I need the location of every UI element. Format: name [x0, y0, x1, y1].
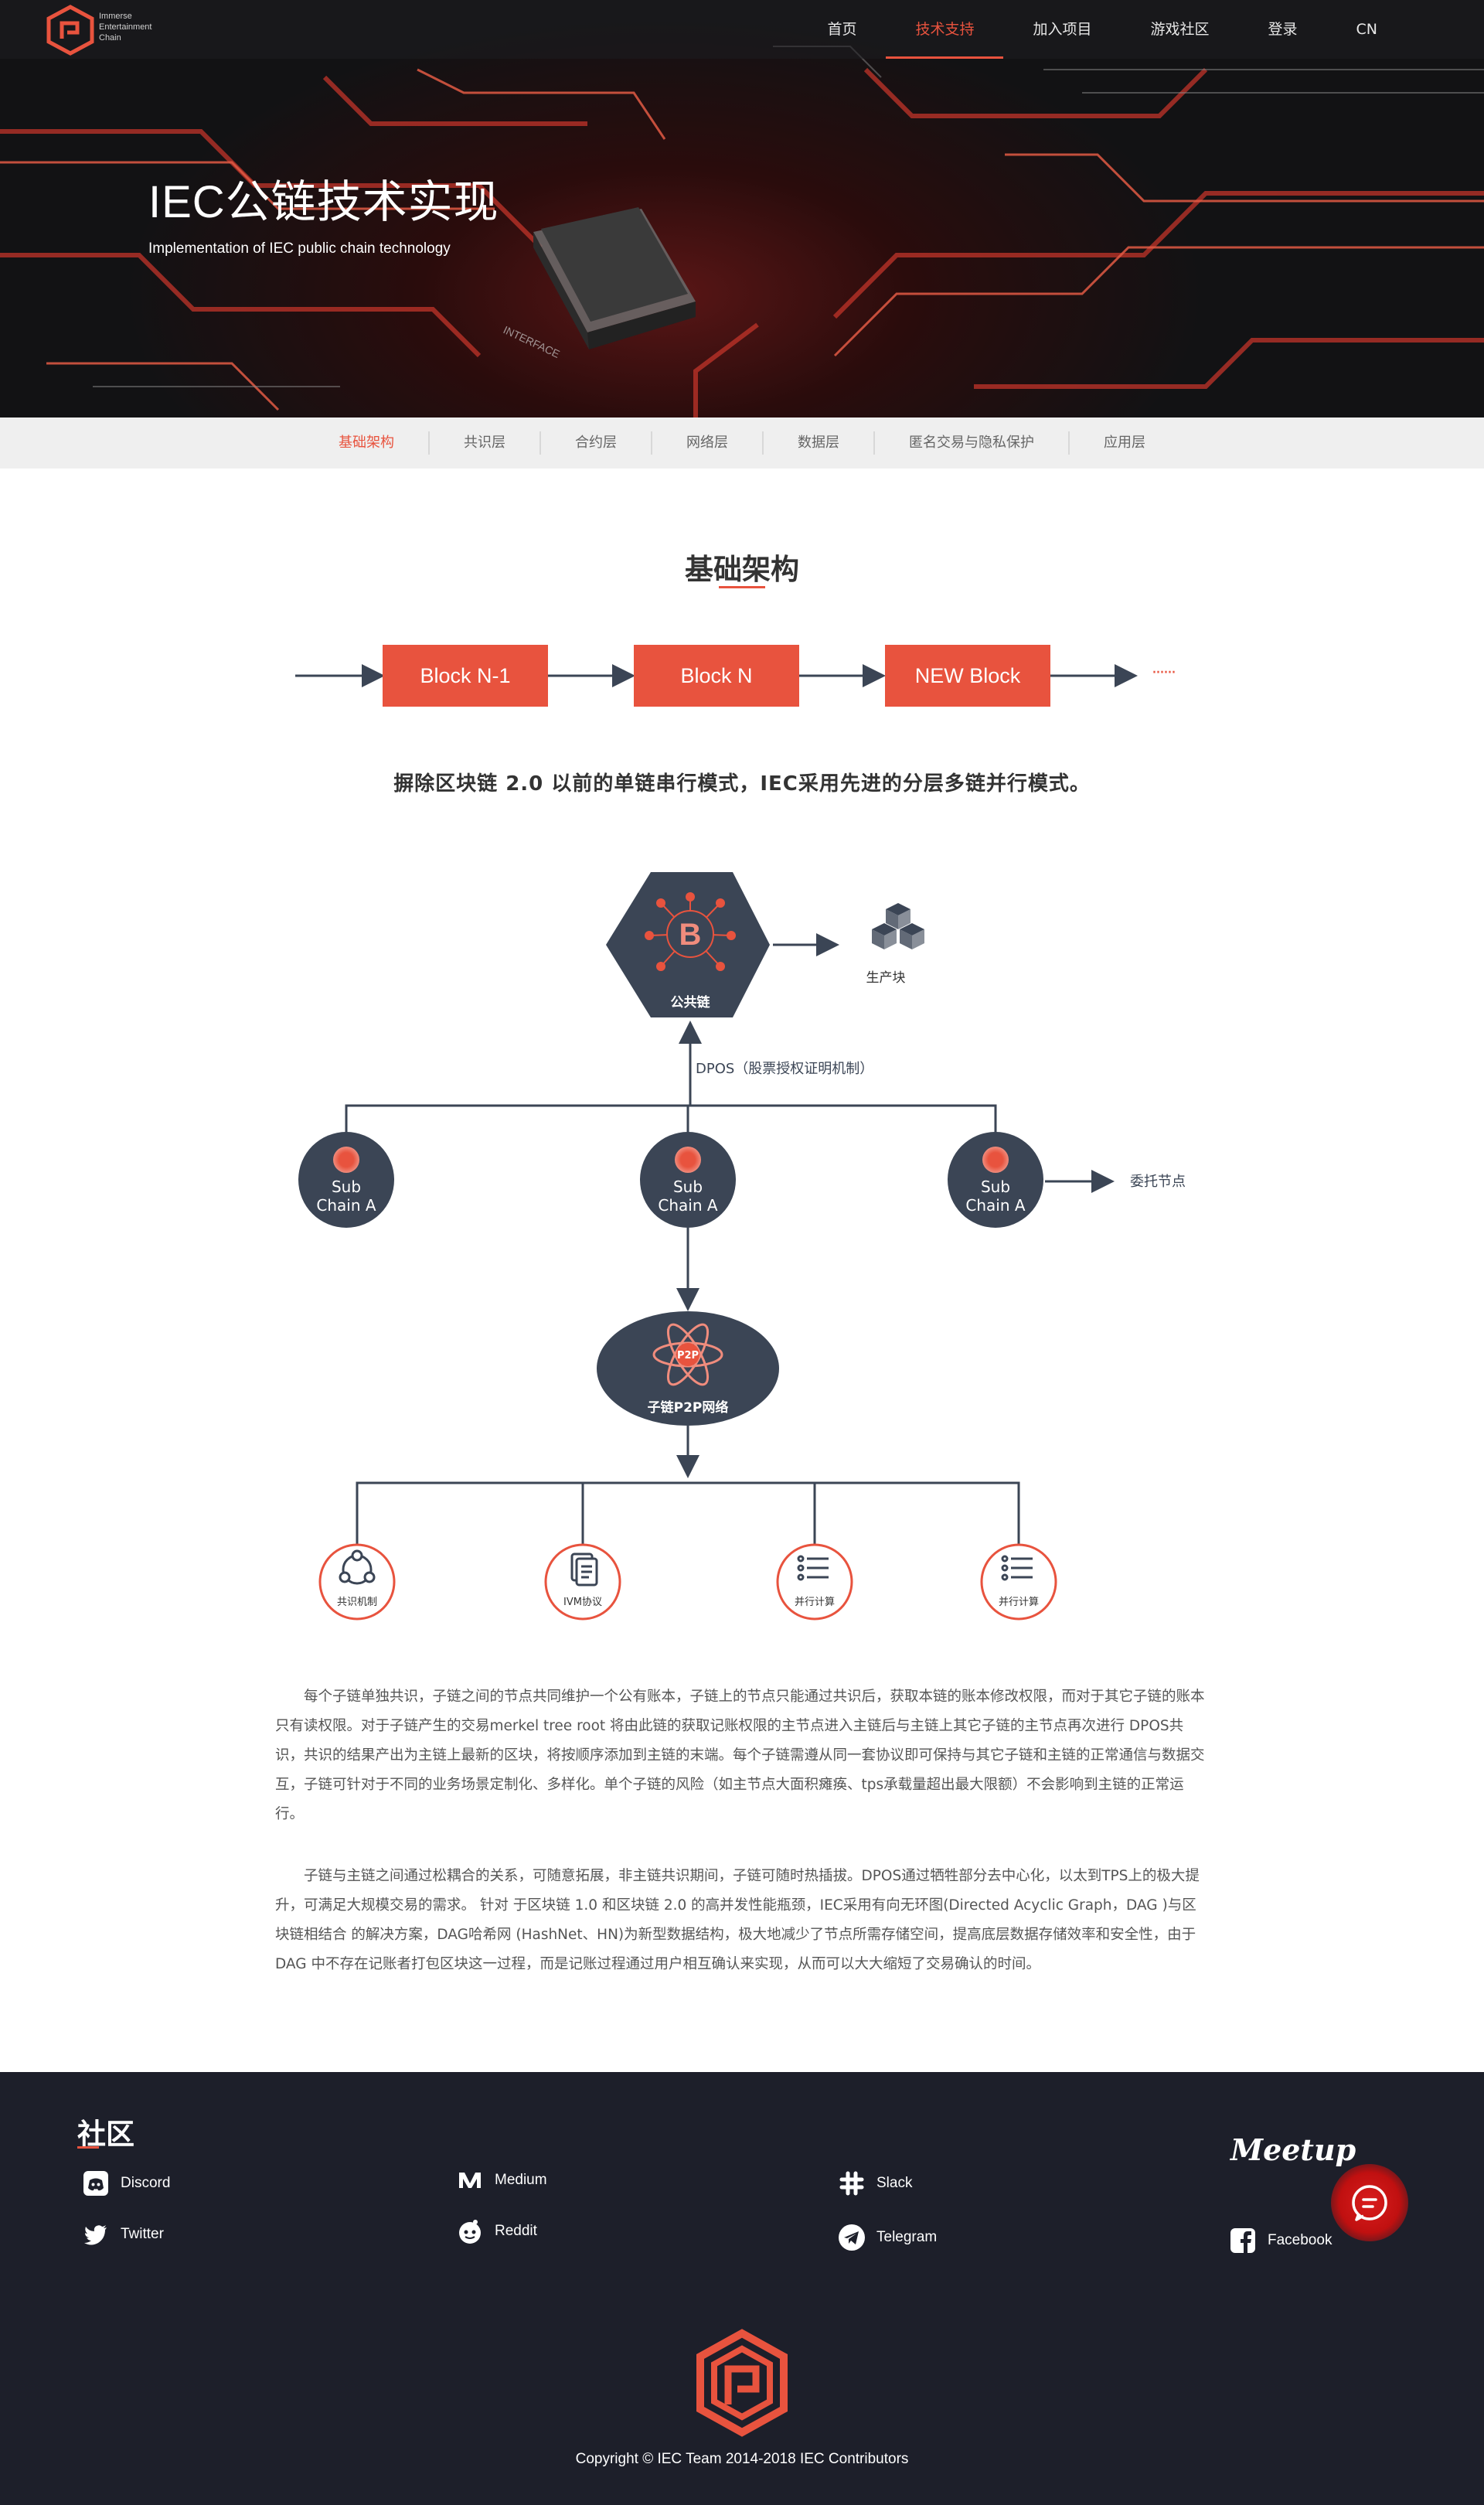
title-underline: [719, 586, 765, 588]
twitter-icon: [82, 2220, 110, 2248]
footer: 社区 Discord Twitter Medium Reddit Slack: [0, 2072, 1484, 2505]
svg-text:P2P: P2P: [677, 1350, 699, 1362]
medium-icon: [456, 2166, 484, 2194]
tab-data[interactable]: 数据层: [764, 431, 875, 455]
page-subtitle: Implementation of IEC public chain techn…: [148, 240, 451, 257]
svg-text:生产块: 生产块: [866, 970, 906, 986]
nav-tech-support[interactable]: 技术支持: [886, 0, 1004, 59]
hero-banner: INTERFACE Immerse Entertainment Chain 首页…: [0, 0, 1484, 418]
svg-text:B: B: [679, 918, 702, 952]
discord-link[interactable]: Discord: [82, 2169, 170, 2197]
block-n-label: Block N: [680, 664, 753, 687]
circuit-board-background: INTERFACE: [0, 46, 1484, 418]
iec-logo[interactable]: [43, 5, 97, 56]
slack-label: Slack: [876, 2175, 913, 2191]
medium-label: Medium: [495, 2172, 547, 2188]
architecture-diagram: B 公共链 生产块 DPOS（股票授权证明机制） Sub Chain A Sub…: [298, 872, 1186, 1621]
facebook-icon: [1229, 2227, 1257, 2254]
twitter-link[interactable]: Twitter: [82, 2220, 164, 2248]
lead-text: 摒除区块链 2.0 以前的单链串行模式，IEC采用先进的分层多链并行模式。: [393, 772, 1091, 796]
svg-text:Sub: Sub: [332, 1178, 361, 1196]
svg-text:DPOS（股票授权证明机制）: DPOS（股票授权证明机制）: [696, 1061, 873, 1077]
svg-text:共识机制: 共识机制: [337, 1597, 377, 1608]
nav-join-project[interactable]: 加入项目: [1033, 21, 1092, 38]
svg-text:并行计算: 并行计算: [795, 1597, 835, 1608]
twitter-label: Twitter: [121, 2226, 164, 2242]
svg-text:Chain A: Chain A: [965, 1196, 1025, 1215]
svg-text:委托节点: 委托节点: [1130, 1174, 1186, 1190]
language-switch[interactable]: CN: [1356, 21, 1377, 38]
svg-text:Chain A: Chain A: [658, 1196, 717, 1215]
block-new-label: NEW Block: [914, 664, 1021, 687]
paragraph-subchain-consensus: 每个子链单独共识，子链之间的节点共同维护一个公有账本，子链上的节点只能通过共识后…: [275, 1689, 1205, 1822]
telegram-icon: [838, 2224, 866, 2251]
reddit-label: Reddit: [495, 2223, 537, 2239]
subchain-node: Sub Chain A: [948, 1132, 1043, 1228]
p2p-network-node: P2P 子链P2P网络: [597, 1311, 779, 1426]
community-underline: [77, 2146, 99, 2149]
list-icon: [797, 1555, 829, 1581]
telegram-link[interactable]: Telegram: [838, 2224, 937, 2251]
svg-text:Chain A: Chain A: [316, 1196, 376, 1215]
page-title: IEC公链技术实现: [148, 177, 499, 227]
telegram-label: Telegram: [876, 2229, 938, 2245]
block-n-minus-1-label: Block N-1: [420, 664, 511, 687]
leaf-ivm: IVM协议: [544, 1543, 621, 1621]
tab-application[interactable]: 应用层: [1104, 435, 1145, 451]
logo-wordmark: Immerse Entertainment Chain: [99, 12, 152, 43]
reddit-link[interactable]: Reddit: [456, 2217, 537, 2245]
subchain-node: Sub Chain A: [640, 1132, 736, 1228]
block-n: [634, 645, 799, 707]
tab-architecture[interactable]: 基础架构: [305, 431, 430, 455]
bitcoin-icon: B: [645, 892, 736, 971]
svg-text:Sub: Sub: [673, 1178, 703, 1196]
copyright: Copyright © IEC Team 2014-2018 IEC Contr…: [575, 2451, 909, 2467]
facebook-link[interactable]: Facebook: [1229, 2227, 1332, 2254]
slack-link[interactable]: Slack: [838, 2169, 912, 2197]
discord-icon: [82, 2169, 110, 2197]
cubes-icon: [872, 903, 924, 949]
tab-contract[interactable]: 合约层: [541, 431, 652, 455]
paragraph-dag: 子链与主链之间通过松耦合的关系，可随意拓展，非主链共识期间，子链可随时热插拔。D…: [275, 1868, 1200, 1972]
block-chain-row: [295, 645, 1138, 707]
slack-icon: [838, 2169, 866, 2197]
chip-graphic: INTERFACE: [502, 207, 696, 360]
leaf-consensus: 共识机制: [318, 1543, 396, 1621]
leaf-parallel-2: 并行计算: [980, 1543, 1057, 1621]
meetup-logo[interactable]: Meetup: [1230, 2132, 1356, 2167]
discord-label: Discord: [121, 2175, 171, 2191]
svg-text:Sub: Sub: [981, 1178, 1010, 1196]
block-n-minus-1: [383, 645, 548, 707]
block-new: [885, 645, 1050, 707]
chain-ellipsis: ······: [1152, 663, 1176, 683]
facebook-label: Facebook: [1268, 2232, 1333, 2248]
svg-text:公共链: 公共链: [671, 994, 711, 1011]
footer-iec-logo[interactable]: [694, 2329, 790, 2437]
svg-text:并行计算: 并行计算: [999, 1597, 1039, 1608]
nav-home[interactable]: 首页: [827, 21, 857, 38]
community-title: 社区: [77, 2118, 134, 2151]
section-title: 基础架构: [685, 553, 799, 586]
section-tabs: 基础架构 共识层 合约层 网络层 数据层 匿名交易与隐私保护 应用层: [0, 418, 1484, 469]
document-icon: [570, 1552, 598, 1586]
svg-text:IVM协议: IVM协议: [563, 1597, 602, 1608]
tab-privacy[interactable]: 匿名交易与隐私保护: [875, 431, 1070, 455]
medium-link[interactable]: Medium: [456, 2166, 547, 2194]
share-icon: [339, 1549, 376, 1585]
subchain-node: Sub Chain A: [298, 1132, 394, 1228]
svg-text:子链P2P网络: 子链P2P网络: [648, 1399, 729, 1416]
tab-network[interactable]: 网络层: [652, 431, 764, 455]
chat-support-button[interactable]: [1331, 2164, 1408, 2241]
list-icon: [1001, 1555, 1033, 1581]
main-nav: 首页 技术支持 加入项目 游戏社区 登录 CN: [798, 0, 1407, 59]
reddit-icon: [456, 2217, 484, 2245]
leaf-parallel-1: 并行计算: [776, 1543, 853, 1621]
nav-login[interactable]: 登录: [1268, 21, 1298, 38]
top-navigation-bar: Immerse Entertainment Chain 首页 技术支持 加入项目…: [0, 0, 1484, 59]
svg-text:INTERFACE: INTERFACE: [502, 323, 562, 360]
chat-bubble-icon: [1352, 2185, 1387, 2221]
tab-consensus[interactable]: 共识层: [430, 431, 541, 455]
nav-game-community[interactable]: 游戏社区: [1150, 21, 1210, 38]
